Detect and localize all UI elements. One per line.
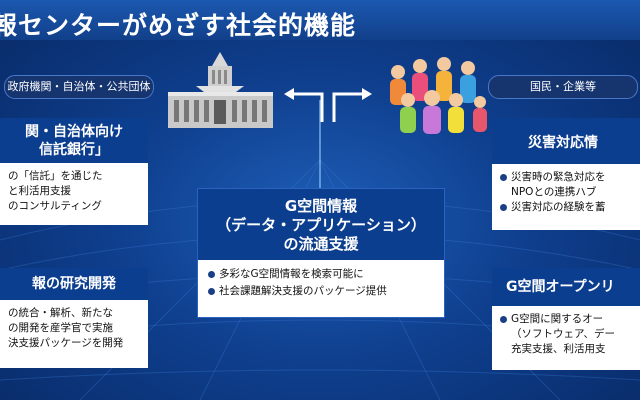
bullet-icon (500, 203, 507, 211)
list-item: （ソフトウェア、デー (511, 328, 615, 340)
bullet-icon (208, 287, 215, 295)
page-title: 報センターがめざす社会的機能 (0, 11, 357, 40)
list-item: NPOとの連携ハブ (511, 186, 597, 198)
box-header: 報の研究開発 (0, 268, 148, 300)
center-title-line: の流通支援 (283, 235, 359, 253)
center-title-line: （データ・アプリケーション） (216, 216, 426, 234)
bullet-icon (500, 173, 507, 181)
arrow-to-government-icon (284, 88, 324, 122)
box-header: 災害対応情 (492, 118, 640, 164)
list-item: 充実支援、利活用支 (511, 343, 606, 355)
people-group-icon (390, 57, 487, 134)
box-government-data-trust: 関・自治体向け 信託銀行」 の「信託」を通じた と利活用支援 のコンサルティング (0, 118, 148, 225)
right-group-label: 国民・企業等 (488, 75, 638, 99)
government-building-icon (168, 52, 273, 128)
box-disaster-response: 災害対応情 災害時の緊急対応を NPOとの連携ハブ 災害対応の経験を蓄 (492, 118, 640, 230)
box-title-line: 関・自治体向け (25, 124, 123, 140)
box-gspatial-distribution: G空間情報 （データ・アプリケーション） の流通支援 多彩なG空間情報を検索可能… (197, 188, 445, 318)
box-title-line: 信託銀行」 (39, 142, 109, 158)
bullet-icon (208, 270, 215, 278)
list-item: のコンサルティング (8, 200, 102, 212)
list-item: 決支援パッケージを開発 (8, 337, 124, 349)
list-item: の「信託」を通じた (8, 170, 103, 182)
center-header: G空間情報 （データ・アプリケーション） の流通支援 (198, 189, 444, 260)
list-item: G空間に関するオー (500, 312, 632, 327)
box-gspatial-open-library: G空間オープンリ G空間に関するオー （ソフトウェア、デー 充実支援、利活用支 (492, 268, 640, 370)
list-item: 多彩なG空間情報を検索可能に (208, 266, 434, 283)
bullet-icon (500, 315, 507, 323)
left-group-label: 政府機関・自治体・公共団体 (4, 75, 154, 99)
list-item: 災害対応の経験を蓄 (500, 200, 632, 215)
list-item: 社会課題解決支援のパッケージ提供 (208, 283, 434, 300)
title-bar: 報センターがめざす社会的機能 (0, 0, 640, 40)
list-item: の統合・解析、新たな (8, 307, 113, 319)
arrow-to-citizens-icon (332, 88, 372, 122)
box-research-development: 報の研究開発 の統合・解析、新たな の開発を産学官で実施 決支援パッケージを開発 (0, 268, 148, 368)
box-header: 関・自治体向け 信託銀行」 (0, 118, 148, 163)
list-item: の開発を産学官で実施 (8, 322, 113, 334)
center-title-line: G空間情報 (284, 197, 358, 215)
list-item: と利活用支援 (8, 185, 71, 197)
list-item: 災害時の緊急対応を (500, 170, 632, 185)
box-header: G空間オープンリ (492, 268, 640, 306)
